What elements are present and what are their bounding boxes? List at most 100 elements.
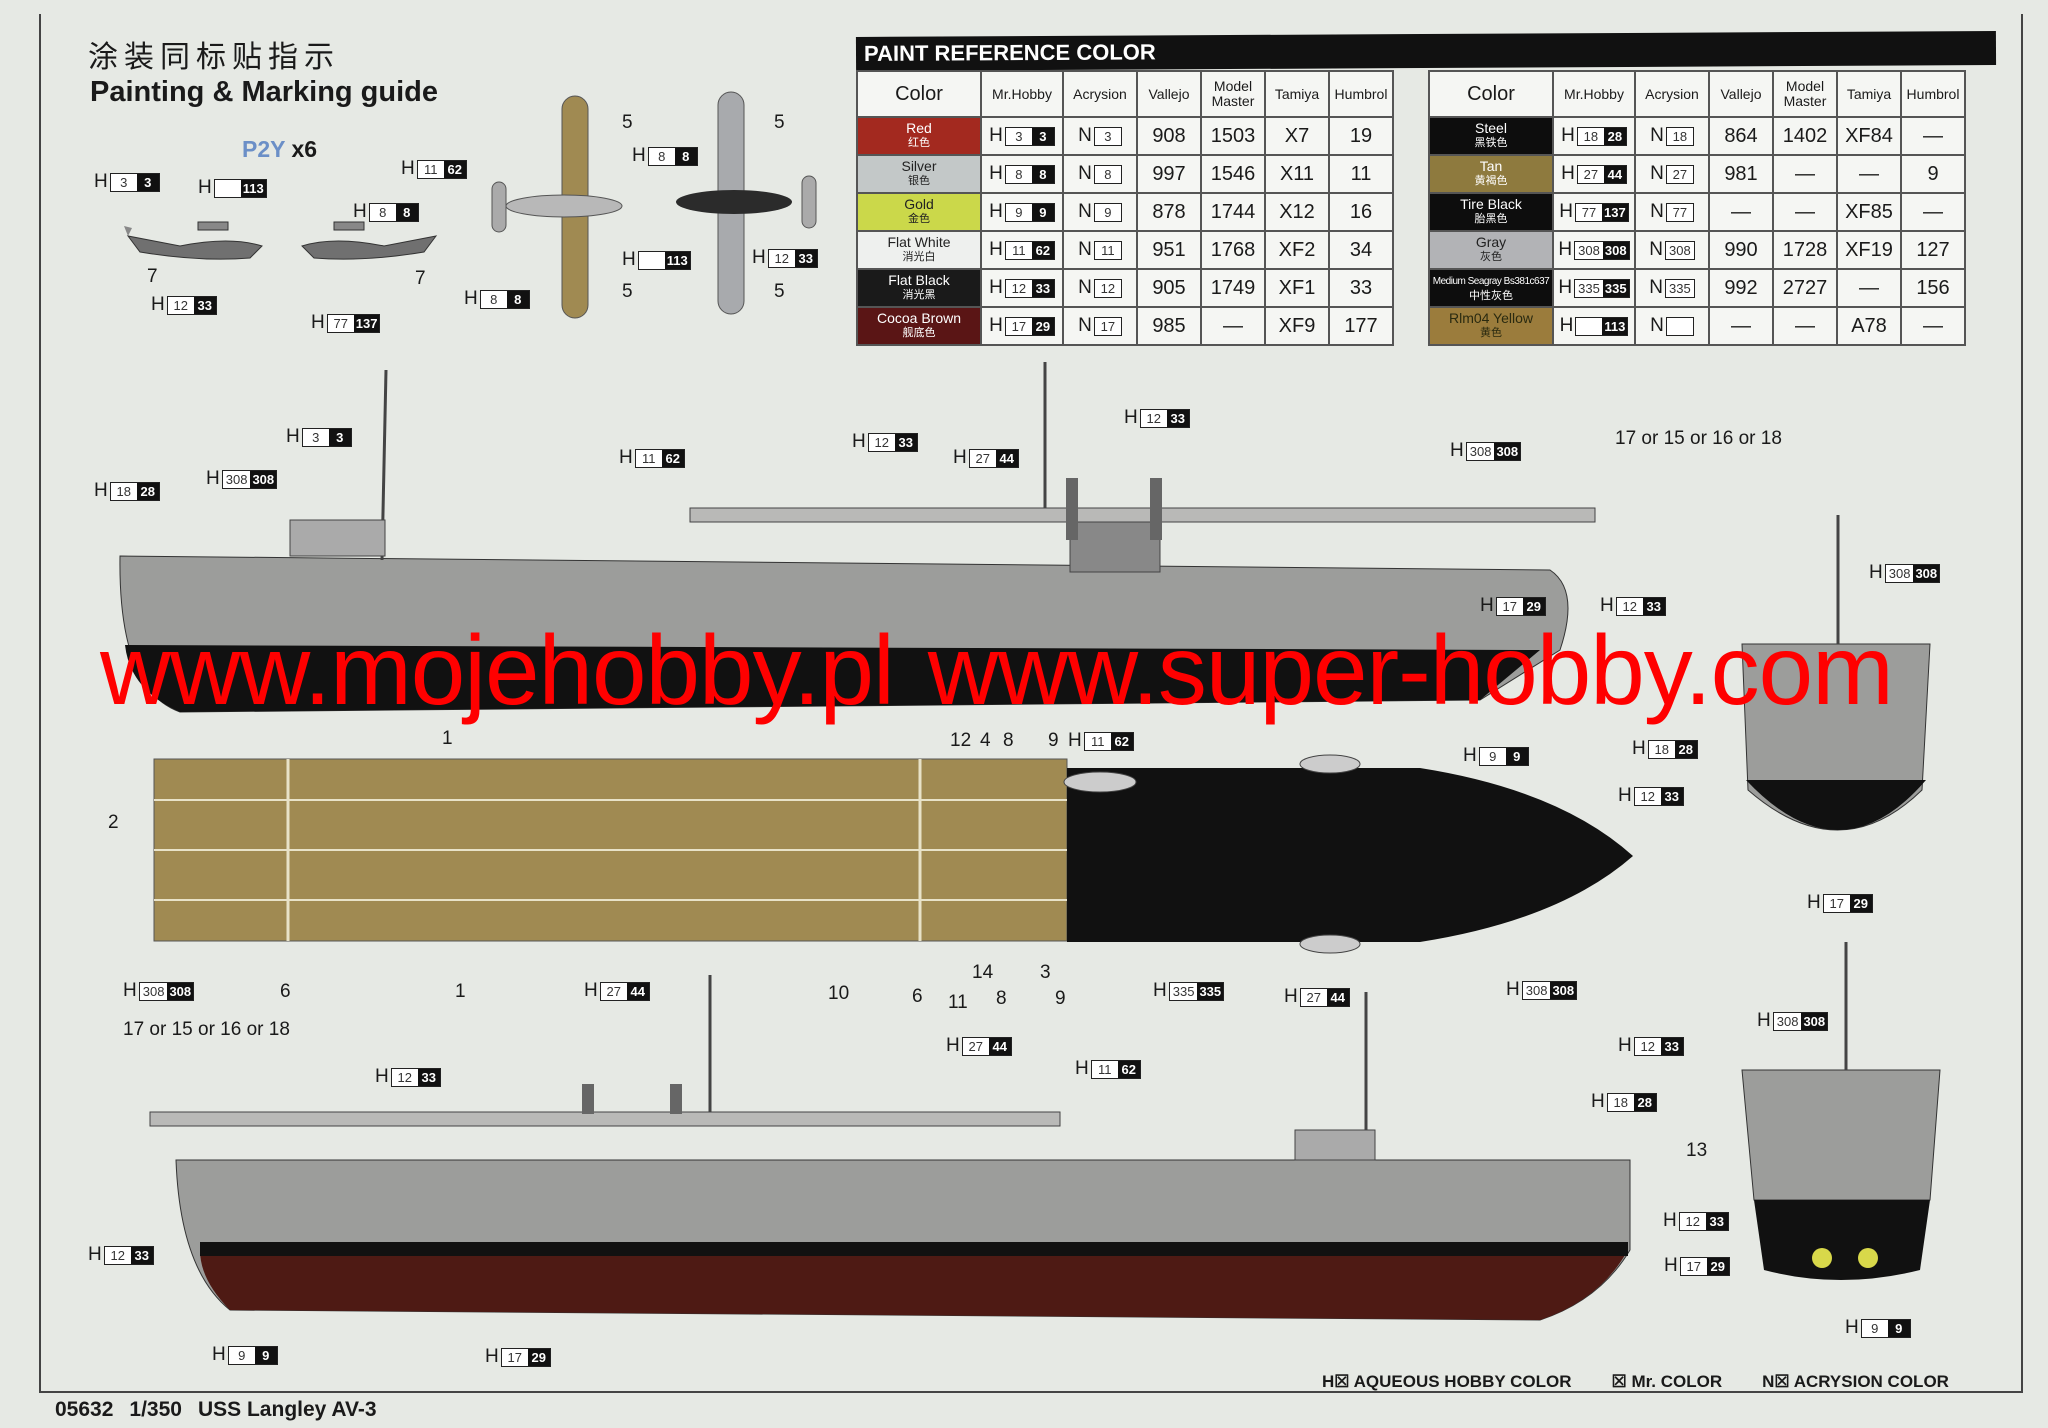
aqueous-number: 18 xyxy=(1648,740,1675,758)
ship-side-port xyxy=(149,975,1631,1321)
color-name-cn: 银色 xyxy=(908,175,930,187)
color-name-cn: 胎黑色 xyxy=(1474,213,1508,225)
tamiya-code: XF19 xyxy=(1836,230,1902,270)
acrysion-prefix: N xyxy=(1078,315,1092,336)
tamiya-code: — xyxy=(1836,268,1902,308)
vallejo-code: 981 xyxy=(1708,154,1774,194)
vallejo-code: 985 xyxy=(1136,306,1202,346)
ship-deck-plan xyxy=(153,754,1633,954)
aqueous-number: 12 xyxy=(768,249,795,267)
aqueous-number: 12 xyxy=(167,296,194,314)
ship-bow-view xyxy=(1741,515,1931,831)
aqueous-prefix: H xyxy=(989,163,1003,184)
aircraft-side-1 xyxy=(124,221,263,260)
aqueous-prefix: H xyxy=(1845,1317,1859,1338)
aqueous-prefix: H xyxy=(1618,1035,1632,1056)
vallejo-code: 992 xyxy=(1708,268,1774,308)
aqueous-number: 11 xyxy=(1091,1060,1118,1078)
tamiya-code: XF1 xyxy=(1264,268,1330,308)
aqueous-number: 3 xyxy=(110,173,137,191)
acrysion-prefix: N xyxy=(1650,201,1664,222)
column-header: Mr.Hobby xyxy=(1552,70,1636,118)
column-header: Acrysion xyxy=(1634,70,1710,118)
mr-color-number: 62 xyxy=(661,449,684,467)
legend-acrysion: N☒ ACRYSION COLOR xyxy=(1762,1372,1949,1391)
model_master-code: — xyxy=(1772,306,1838,346)
mr-color-number: 8 xyxy=(395,203,418,221)
color-name-cn: 舰底色 xyxy=(902,327,936,339)
aqueous-number: 77 xyxy=(327,314,354,332)
part-number-label: 8 xyxy=(1003,730,1014,751)
column-header: Tamiya xyxy=(1836,70,1902,118)
mr-color-number: 28 xyxy=(1603,127,1626,145)
acrysion-number: 11 xyxy=(1094,241,1121,259)
aqueous-prefix: H xyxy=(622,249,636,270)
aqueous-prefix: H xyxy=(752,247,766,268)
vallejo-code: 951 xyxy=(1136,230,1202,270)
mr-color-number: 33 xyxy=(1660,787,1683,805)
humbrol-code: 11 xyxy=(1328,154,1394,194)
aqueous-prefix: H xyxy=(1561,163,1575,184)
title-chinese: 涂装同标贴指示 xyxy=(88,41,340,74)
part-number-label: 9 xyxy=(1055,988,1066,1009)
aqueous-number: 8 xyxy=(1005,165,1032,183)
color-name: Gold xyxy=(904,196,934,212)
vallejo-code: 878 xyxy=(1136,192,1202,232)
aqueous-number: 17 xyxy=(1823,894,1850,912)
column-header: Humbrol xyxy=(1900,70,1966,118)
humbrol-code: 156 xyxy=(1900,268,1966,308)
part-number-label: 8 xyxy=(996,988,1007,1009)
aqueous-number: 27 xyxy=(962,1037,989,1055)
mr-color-number: 62 xyxy=(1031,241,1054,259)
mr-color-number: 113 xyxy=(664,251,690,269)
mr-color-number: 335 xyxy=(1602,279,1629,297)
mr-color-number: 28 xyxy=(1674,740,1697,758)
model_master-code: 1768 xyxy=(1200,230,1266,270)
aqueous-prefix: H xyxy=(1559,201,1574,222)
color-name: Tan xyxy=(1479,158,1503,174)
aqueous-prefix: H xyxy=(123,980,137,1001)
aqueous-number: 17 xyxy=(1496,597,1523,615)
aqueous-prefix: H xyxy=(953,447,967,468)
column-header: Model Master xyxy=(1772,70,1838,118)
aqueous-prefix: H xyxy=(989,125,1003,146)
aqueous-number: 27 xyxy=(1300,988,1327,1006)
tamiya-code: X12 xyxy=(1264,192,1330,232)
mr-color-number: 29 xyxy=(1706,1257,1729,1275)
footer: 05632 1/350 USS Langley AV-3 xyxy=(55,1398,377,1422)
legend-mr-color: ☒ Mr. COLOR xyxy=(1611,1372,1723,1391)
aqueous-prefix: H xyxy=(94,480,108,501)
humbrol-code: 9 xyxy=(1900,154,1966,194)
mr-color-number: 8 xyxy=(674,147,697,165)
aqueous-number: 12 xyxy=(104,1246,131,1264)
vallejo-code: 908 xyxy=(1136,116,1202,156)
aqueous-number: 308 xyxy=(1466,442,1495,460)
